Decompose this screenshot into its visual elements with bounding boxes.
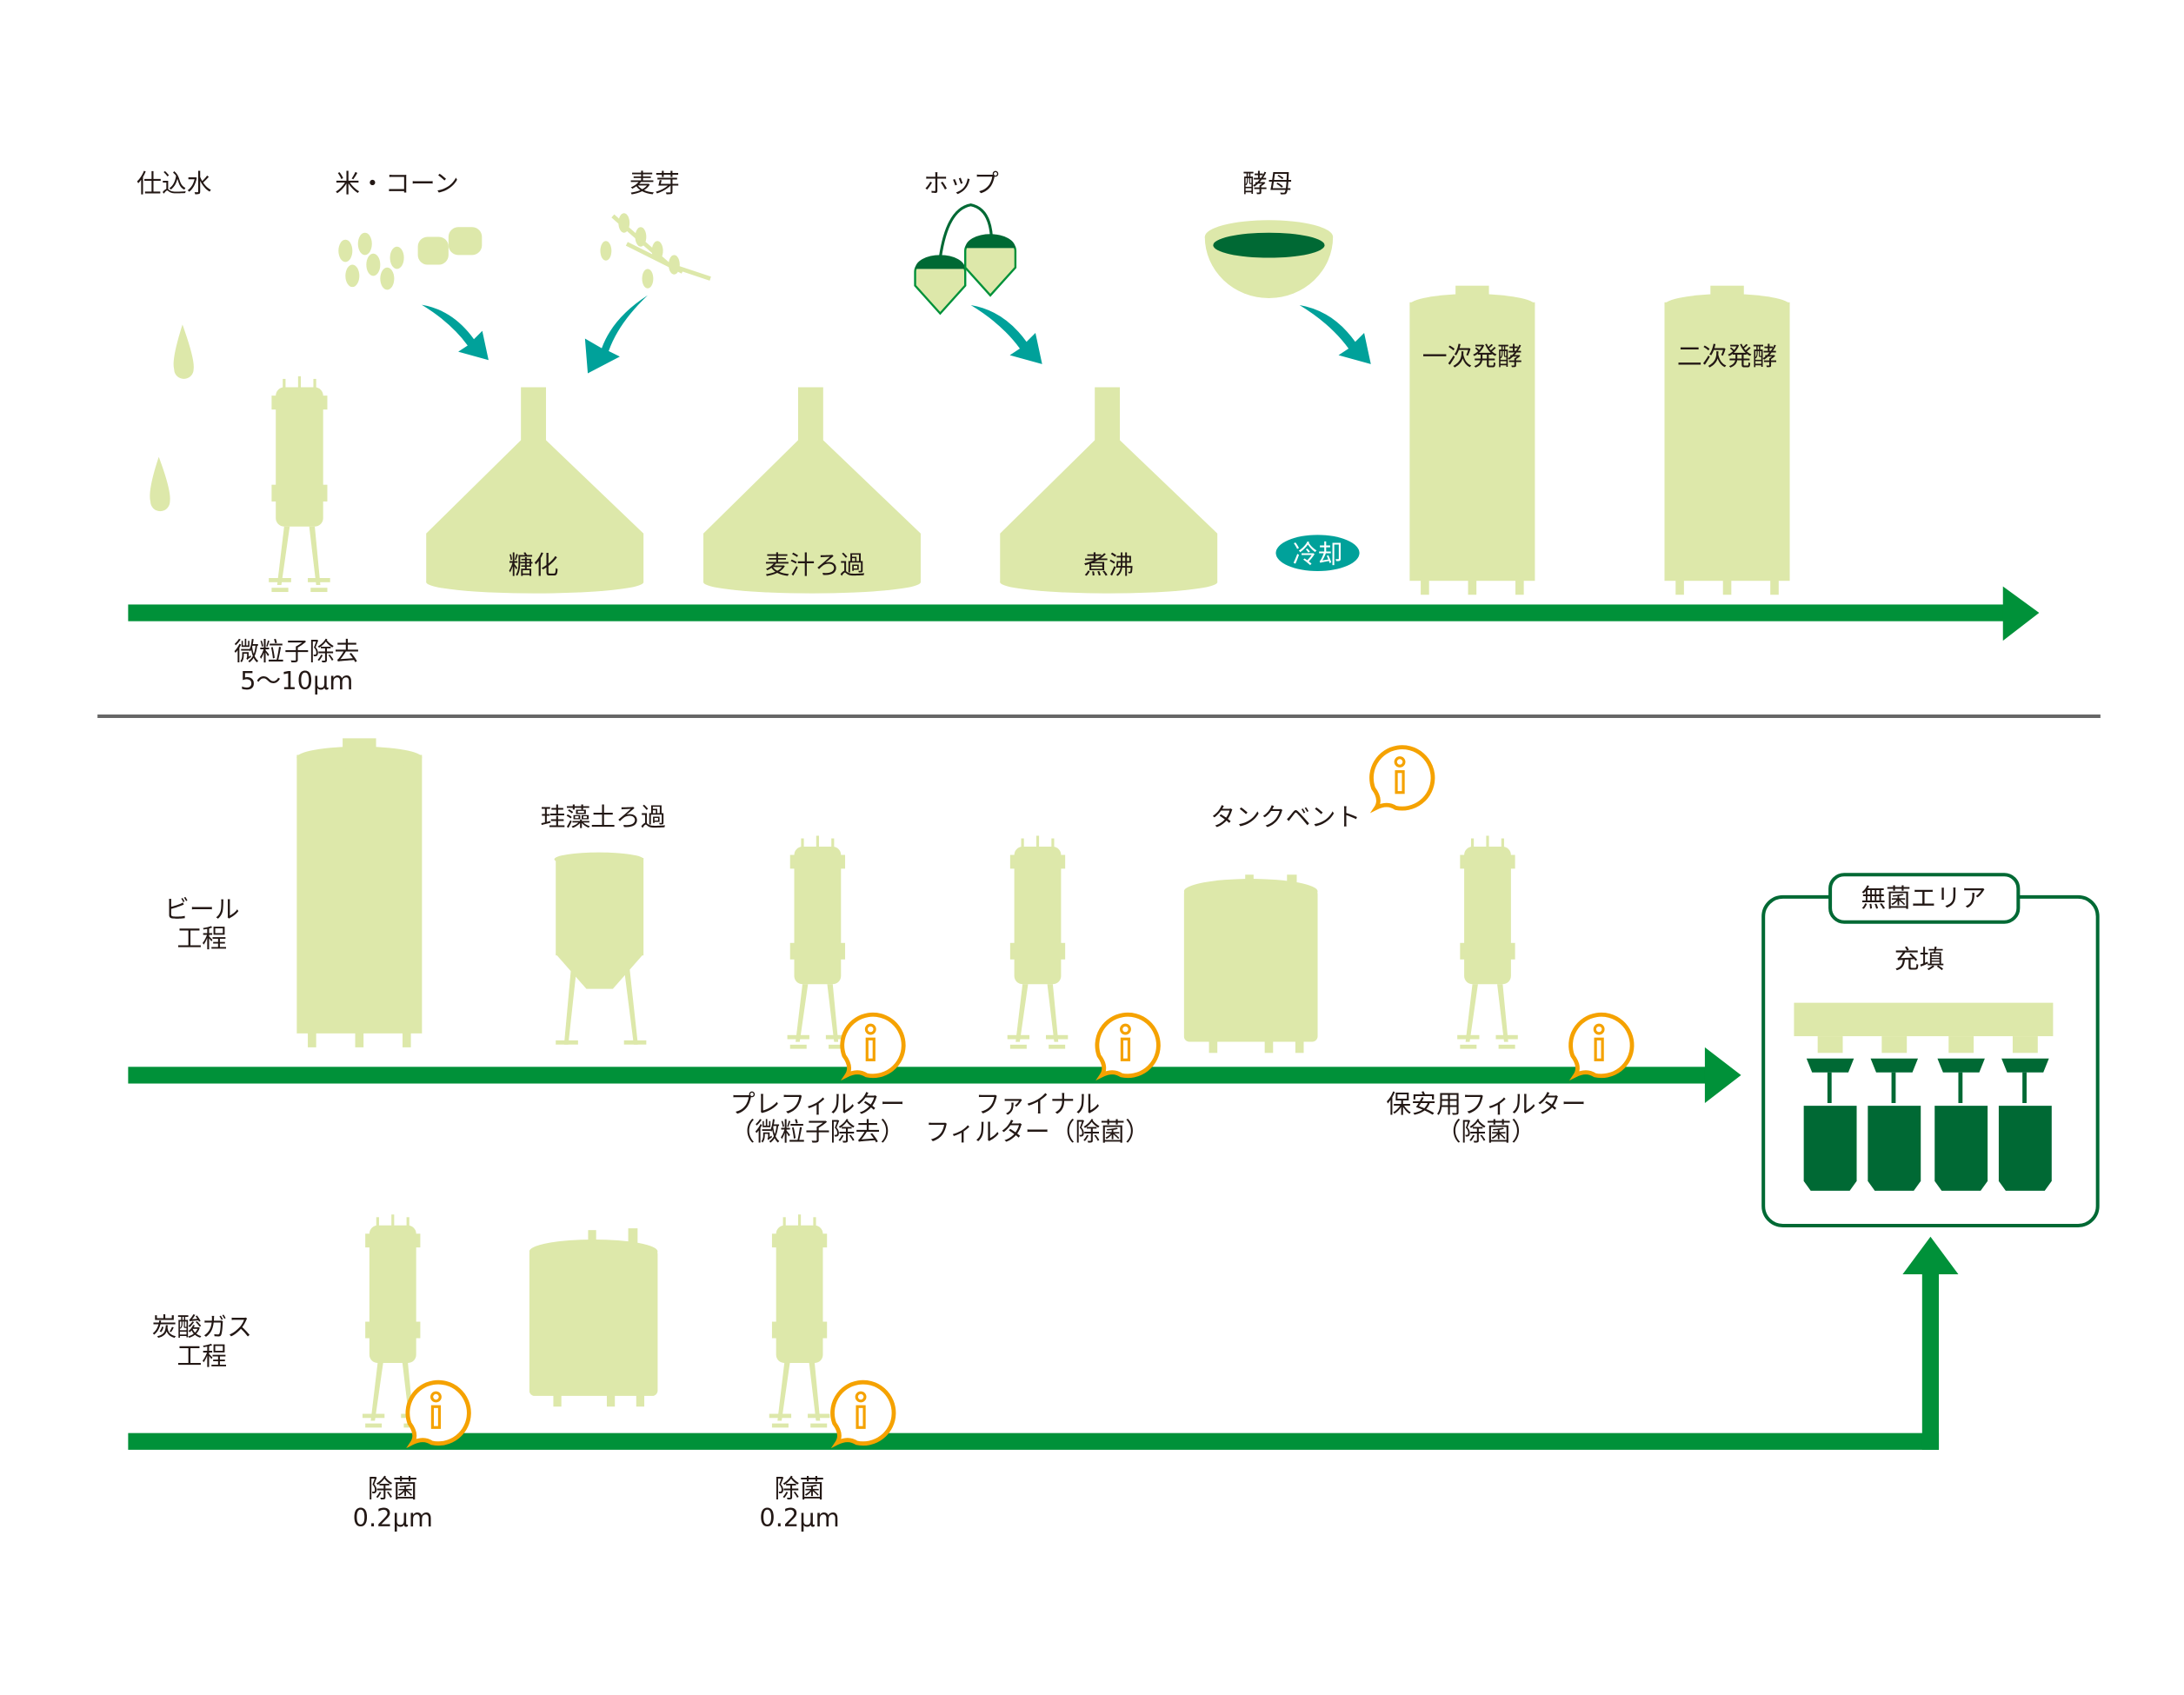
label-filling: 充填	[1894, 945, 1945, 974]
vent-tank	[1183, 874, 1318, 1054]
label-yeast: 酵母	[1242, 169, 1293, 198]
label-water: 仕込水	[136, 169, 212, 198]
arrow-icon	[970, 305, 1042, 364]
label-secondary: 二次発酵	[1677, 342, 1777, 371]
arrow-icon	[1299, 305, 1371, 364]
info-icon[interactable]	[1571, 1014, 1632, 1075]
label-co2-filter-2: 除菌	[775, 1473, 825, 1503]
flow-arrow-beer	[128, 1047, 1741, 1103]
label-prefilter: プレフィルター	[730, 1089, 905, 1119]
water-drop-icon	[150, 324, 194, 512]
sterile-area: 無菌エリア 充填	[1761, 873, 2100, 1227]
label-hops: ホップ	[923, 169, 999, 198]
label-mashing: 糖化	[509, 550, 559, 580]
label-water-filter: 微粒子除去	[234, 637, 359, 667]
label-primary: 一次発酵	[1422, 342, 1522, 371]
flow-arrow-top	[128, 586, 2040, 641]
sterile-area-title: 無菌エリア	[1861, 883, 1986, 913]
label-diatom-filter: 珪藻土ろ過	[541, 802, 666, 832]
filter-cartridge	[269, 376, 330, 593]
arrow-icon	[422, 304, 489, 361]
cooling-badge	[1275, 535, 1360, 571]
label-tank-vent: タンクベント	[1210, 802, 1361, 832]
yeast-bowl-icon	[1204, 220, 1334, 298]
label-final-filter-note: フィルター（除菌）	[925, 1117, 1150, 1147]
label-co2-filter-1: 除菌	[368, 1473, 418, 1503]
storage-tank	[296, 738, 423, 1047]
info-icon[interactable]	[842, 1014, 903, 1075]
prefilter-housing	[787, 835, 849, 1049]
info-icon[interactable]	[1372, 748, 1433, 808]
flow-arrow-co2	[128, 1236, 1959, 1450]
label-final-filter: ファイナル	[975, 1089, 1101, 1119]
divider	[97, 715, 2101, 719]
info-icon[interactable]	[833, 1382, 894, 1443]
label-co2-filter-1-size: 0.2μm	[353, 1503, 433, 1532]
diatomaceous-filter	[554, 852, 647, 1045]
malt-icon	[600, 213, 711, 289]
info-icon[interactable]	[1097, 1014, 1158, 1075]
label-co2-process: 工程	[176, 1341, 227, 1371]
label-rice-corn: 米・コーン	[335, 169, 459, 198]
label-safety-filter-note: （除菌）	[1436, 1117, 1536, 1147]
label-co2-filter-2-size: 0.2μm	[759, 1503, 839, 1532]
co2-filter-2	[769, 1214, 830, 1428]
info-icon[interactable]	[408, 1382, 469, 1443]
co2-tank	[529, 1228, 658, 1407]
label-beer: ビール	[164, 894, 239, 924]
label-malt: 麦芽	[629, 169, 680, 198]
final-filter-housing	[1007, 835, 1069, 1049]
filling-machine	[1794, 1002, 2054, 1191]
safety-filter-housing	[1457, 835, 1518, 1049]
label-safety-filter: 保安用フィルター	[1386, 1089, 1586, 1119]
label-cooling: 冷却	[1293, 539, 1343, 568]
primary-fermentation-tank	[1409, 285, 1535, 595]
label-water-filter-size: 5～10μm	[240, 666, 353, 695]
label-beer-process: 工程	[176, 924, 227, 954]
label-co2: 炭酸ガス	[152, 1313, 252, 1342]
label-lautering: 麦汁ろ過	[765, 550, 865, 580]
grain-icon	[338, 227, 483, 290]
label-prefilter-note: （微粒子除去）	[729, 1117, 905, 1147]
secondary-fermentation-tank	[1664, 285, 1790, 595]
arrow-icon	[584, 295, 648, 374]
hop-icon	[914, 203, 1017, 316]
label-boiling: 煮沸	[1083, 550, 1134, 580]
